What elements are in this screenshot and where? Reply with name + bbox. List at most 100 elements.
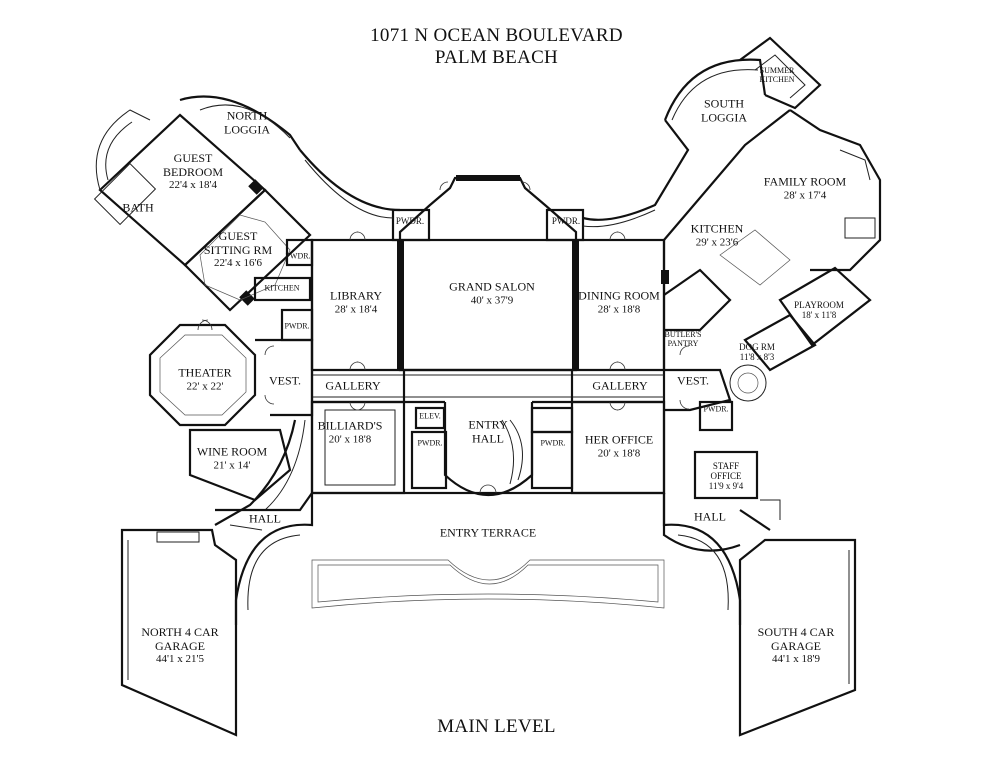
room-name: VEST. — [676, 373, 710, 388]
room-name: BATH — [122, 200, 154, 215]
room-name: DOG RM — [739, 342, 775, 352]
room-pwdr-guest: PWDR. — [285, 252, 310, 261]
room-name: PWDR. — [540, 438, 566, 448]
room-dims: 29' x 23'6 — [695, 236, 739, 248]
door-swings — [197, 181, 690, 494]
room-name: NORTH LOGGIA — [224, 108, 270, 136]
central-block-walls — [310, 175, 666, 496]
room-name: GALLERY — [592, 378, 648, 393]
entry-terrace-outline — [234, 493, 742, 625]
room-name: GRAND SALON — [449, 279, 535, 294]
room-dims: 40' x 37'9 — [470, 294, 514, 306]
room-name: HALL — [249, 511, 281, 526]
room-name: ENTRY HALL — [468, 417, 508, 445]
room-name: FAMILY ROOM — [763, 174, 847, 189]
address-title: 1071 N OCEAN BOULEVARD — [370, 25, 623, 46]
room-dims: 44'1 x 18'9 — [772, 652, 820, 665]
room-dining-room: DINING ROOM 28' x 18'8 — [578, 288, 660, 317]
room-staff-office: STAFF OFFICE 11'9 x 9'4 — [706, 461, 746, 491]
room-hall-west: HALL — [249, 512, 281, 526]
room-name: GUEST SITTING RM — [203, 228, 273, 257]
room-name: PWDR. — [284, 321, 310, 331]
room-pwdr-salon-right: PWDR. — [552, 216, 580, 226]
room-dims: 18' x 11'8 — [801, 310, 837, 320]
room-dims: 20' x 18'8 — [328, 433, 372, 445]
room-wine-room: WINE ROOM 21' x 14' — [196, 444, 268, 473]
room-name: PWDR. — [285, 251, 311, 261]
room-her-office: HER OFFICE 20' x 18'8 — [584, 432, 654, 461]
room-dims: 22'4 x 18'4 — [169, 178, 217, 191]
room-gallery-west: GALLERY — [325, 379, 380, 393]
room-south-loggia: SOUTH LOGGIA — [694, 96, 754, 125]
room-pwdr-entry-left: PWDR. — [417, 439, 442, 448]
room-dims: 44'1 x 21'5 — [156, 652, 204, 665]
room-library: LIBRARY 28' x 18'4 — [329, 288, 383, 317]
room-playroom: PLAYROOM 18' x 11'8 — [794, 300, 844, 320]
room-name: KITCHEN — [690, 221, 744, 236]
room-name: HALL — [694, 509, 726, 524]
room-name: KITCHEN — [264, 283, 300, 293]
room-name: STAFF OFFICE — [710, 461, 742, 481]
north-wing-walls — [93, 95, 401, 531]
room-name: BUTLER'S PANTRY — [664, 330, 702, 348]
room-dims: 28' x 18'8 — [597, 303, 641, 315]
room-dims: 28' x 18'4 — [334, 303, 378, 315]
room-name: HER OFFICE — [584, 432, 654, 447]
room-name: NORTH 4 CAR GARAGE — [141, 624, 219, 653]
level-title: MAIN LEVEL — [437, 716, 556, 737]
room-pwdr-salon-left: PWDR. — [396, 216, 424, 226]
room-name: WINE ROOM — [196, 444, 268, 459]
room-name: DINING ROOM — [578, 288, 660, 303]
room-pwdr-entry-right: PWDR. — [540, 439, 565, 448]
north-garage-walls — [120, 528, 238, 737]
room-kitchen-guest: KITCHEN — [264, 284, 299, 293]
room-name: BILLIARD'S — [317, 418, 383, 433]
room-dims: 22' x 22' — [186, 380, 224, 392]
room-guest-sitting: GUEST SITTING RM 22'4 x 16'6 — [198, 228, 278, 271]
room-name: PWDR. — [395, 216, 425, 226]
room-elev: ELEV. — [419, 412, 440, 421]
room-dims: 28' x 17'4 — [783, 189, 827, 201]
room-dims: 22'4 x 16'6 — [214, 256, 262, 269]
room-summer-kitchen: SUMMER KITCHEN — [755, 66, 799, 84]
room-dims: 20' x 18'8 — [597, 447, 641, 459]
room-name: THEATER — [178, 365, 232, 380]
room-guest-bedroom: GUEST BEDROOM 22'4 x 18'4 — [158, 150, 228, 193]
room-hall-east: HALL — [694, 510, 726, 524]
room-family-room: FAMILY ROOM 28' x 17'4 — [763, 174, 847, 203]
room-name: ENTRY TERRACE — [439, 525, 537, 540]
room-bath: BATH — [122, 201, 153, 215]
room-name: GUEST BEDROOM — [162, 150, 223, 179]
room-butlers-pantry: BUTLER'S PANTRY — [660, 330, 706, 348]
room-billiards: BILLIARD'S 20' x 18'8 — [317, 418, 383, 447]
room-name: ELEV. — [419, 411, 441, 421]
room-vest-east: VEST. — [677, 374, 709, 388]
room-entry-hall: ENTRY HALL — [467, 417, 509, 446]
room-name: GALLERY — [325, 378, 381, 393]
room-gallery-east: GALLERY — [592, 379, 647, 393]
room-north-loggia: NORTH LOGGIA — [217, 108, 277, 137]
room-pwdr-east: PWDR. — [703, 405, 728, 414]
room-name: SUMMER KITCHEN — [759, 66, 795, 84]
south-wing-walls — [582, 36, 882, 552]
room-theater: THEATER 22' x 22' — [178, 365, 232, 394]
room-name: LIBRARY — [329, 288, 383, 303]
city-title: PALM BEACH — [434, 47, 559, 68]
room-dims: 11'8 x 8'3 — [739, 352, 775, 362]
room-vest-west: VEST. — [269, 374, 301, 388]
room-dims: 11'9 x 9'4 — [708, 481, 744, 491]
room-dims: 21' x 14' — [213, 459, 251, 471]
room-south-garage: SOUTH 4 CAR GARAGE 44'1 x 18'9 — [751, 624, 841, 667]
room-name: PWDR. — [417, 438, 443, 448]
room-dog-rm: DOG RM 11'8 x 8'3 — [739, 342, 775, 362]
room-grand-salon: GRAND SALON 40' x 37'9 — [449, 279, 535, 308]
room-name: SOUTH 4 CAR GARAGE — [757, 624, 835, 653]
south-garage-walls — [738, 538, 857, 737]
room-name: PLAYROOM — [794, 300, 844, 310]
room-name: VEST. — [268, 373, 302, 388]
room-entry-terrace: ENTRY TERRACE — [440, 526, 536, 540]
room-kitchen-main: KITCHEN 29' x 23'6 — [690, 221, 744, 250]
room-name: PWDR. — [703, 404, 729, 414]
room-name: SOUTH LOGGIA — [701, 96, 747, 124]
